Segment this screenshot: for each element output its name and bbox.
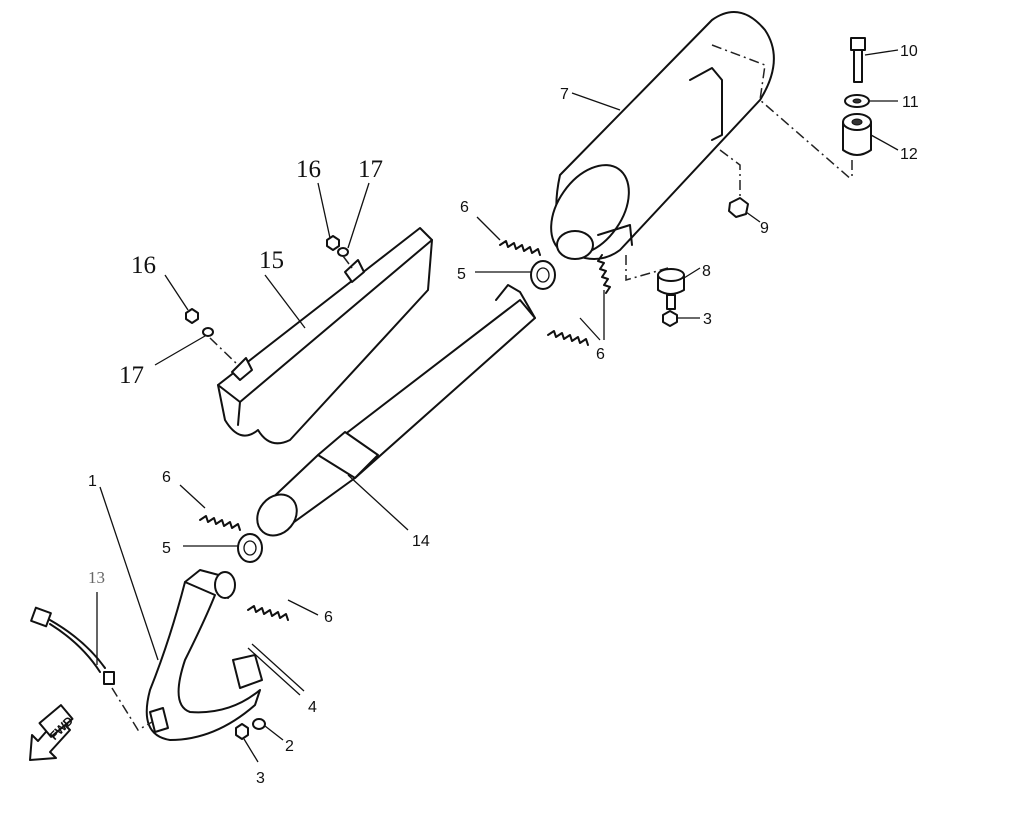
muffler [550,11,775,260]
nut [728,197,749,218]
middle-pipe [256,284,536,537]
rubber-mount [842,113,899,156]
nut [235,723,249,740]
callout-2: 2 [285,738,294,755]
callout-4: 4 [308,699,317,716]
callout-3-lower: 3 [256,770,265,787]
nut [662,310,678,327]
callout-14: 14 [412,533,430,550]
callout-16-lower: 16 [131,252,156,279]
callout-12: 12 [900,146,918,163]
callout-5-upper: 5 [457,266,466,283]
callout-9: 9 [760,220,769,237]
spring [547,254,611,346]
callout-5-lower: 5 [162,540,171,557]
gasket [237,533,263,563]
callout-3-upper: 3 [703,311,712,328]
callout-8: 8 [702,263,711,280]
spring [476,216,541,256]
callout-6-upper: 6 [460,199,469,216]
callout-6-mid: 6 [596,346,605,363]
bolt [850,37,899,83]
heat-shield [217,227,433,445]
rubber-bumper [657,267,701,310]
nut [326,235,340,251]
spring [247,599,319,621]
callout-13: 13 [88,568,105,587]
oxygen-sensor [30,592,153,732]
callout-15: 15 [259,247,284,274]
gasket-strip [247,647,301,696]
washer [202,327,214,337]
header-pipe [99,486,263,741]
gasket [530,260,556,290]
callout-17-upper: 17 [358,156,383,183]
callout-11: 11 [902,94,919,111]
spring [179,484,241,531]
washer [252,718,266,730]
forward-direction-arrow: FWD [29,704,76,761]
callout-7: 7 [560,86,569,103]
callout-1: 1 [88,473,97,490]
callout-6-left: 6 [162,469,171,486]
callout-6-lower: 6 [324,609,333,626]
nut [185,308,199,324]
callout-17-lower: 17 [119,362,144,389]
washer [337,247,349,257]
callout-10: 10 [900,43,918,60]
callout-16-upper: 16 [296,156,321,183]
